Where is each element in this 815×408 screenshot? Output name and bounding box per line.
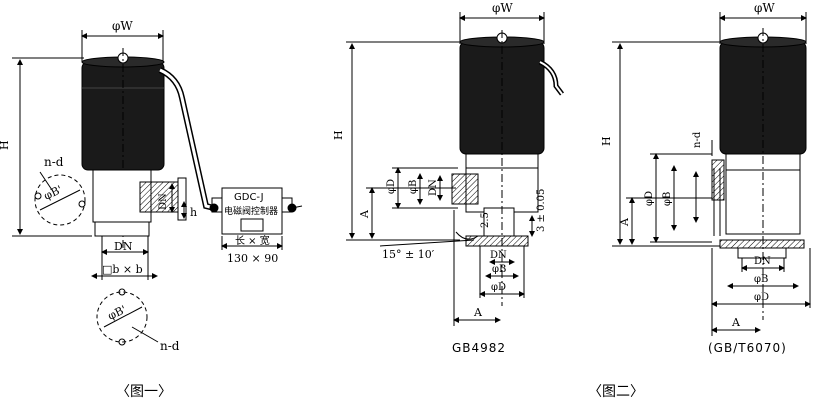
H-label-1: H <box>0 140 11 150</box>
controller-labels: GDC-J 电磁阀控制器 长 × 宽 130 × 90 <box>224 192 278 265</box>
standard-gbt6070: (GB/T6070) <box>708 341 787 355</box>
A-label-2a-left: A <box>358 209 371 219</box>
dim-3-label: 3 ± 0.05 <box>536 189 547 232</box>
phiD-bottom-2b: φD <box>754 292 769 303</box>
DN-label-2a: DN <box>428 179 439 196</box>
controller-box <box>209 187 303 250</box>
DN-bottom-2b: DN <box>754 256 771 267</box>
phiB-bottom-2b: φB <box>754 274 768 285</box>
nd-label-top: n-d <box>44 155 64 169</box>
A-label-2b-left: A <box>618 217 631 227</box>
figure-2b-valve <box>612 12 811 336</box>
sq-b-label: □b × b <box>102 263 143 276</box>
controller-dims: 130 × 90 <box>227 252 278 265</box>
figure-2a-valve <box>346 12 564 326</box>
phiB-label-2a: φB <box>408 180 419 194</box>
phiD-label-2a: φD <box>386 179 397 194</box>
DN-bottom-label: DN <box>114 240 133 253</box>
H-label-2a: H <box>332 130 345 140</box>
DN-side-label: DN <box>158 193 169 210</box>
nd-label-2b: n-d <box>692 131 703 148</box>
H-label-2b: H <box>600 136 613 146</box>
dim-2-5-label: 2.5 <box>480 212 491 228</box>
phiBprime-label-bottom: φB' <box>106 303 129 323</box>
controller-model: GDC-J <box>234 192 264 203</box>
h-label: h <box>190 206 197 219</box>
controller-dims-label: 长 × 宽 <box>235 234 270 247</box>
controller-name: 电磁阀控制器 <box>224 205 278 217</box>
standard-gb4982: GB4982 <box>452 341 506 355</box>
phiW-label-2a: φW <box>492 1 513 15</box>
figure-2b-labels: φW H n-d φD φB A DN φB φD A (GB/T6070) 〈… <box>588 1 787 400</box>
figure-1-labels: φW H n-d φB' DN h DN □b × b φB' n-d 〈图一〉 <box>0 19 197 400</box>
figure-2a-labels: φW H φD φB DN A 3 ± 0.05 2.5 15° ± 10′ D… <box>332 1 547 355</box>
figure-1-valve <box>12 30 215 346</box>
A-bottom-2a: A <box>473 306 483 319</box>
phiW-label-1: φW <box>112 19 133 33</box>
phiB-bottom-2a: φB <box>492 264 506 275</box>
figure-1-caption: 〈图一〉 <box>116 384 172 400</box>
phiD-bottom-2a: φD <box>491 282 506 293</box>
phiW-label-2b: φW <box>754 1 775 15</box>
angle-label: 15° ± 10′ <box>382 248 435 261</box>
A-bottom-2b: A <box>731 316 741 329</box>
figure-2-caption: 〈图二〉 <box>588 384 644 400</box>
DN-bottom-2a: DN <box>490 250 507 261</box>
nd-label-bottom: n-d <box>160 339 180 353</box>
phiD-label-2b: φD <box>644 191 655 206</box>
phiB-label-2b: φB <box>662 192 673 206</box>
